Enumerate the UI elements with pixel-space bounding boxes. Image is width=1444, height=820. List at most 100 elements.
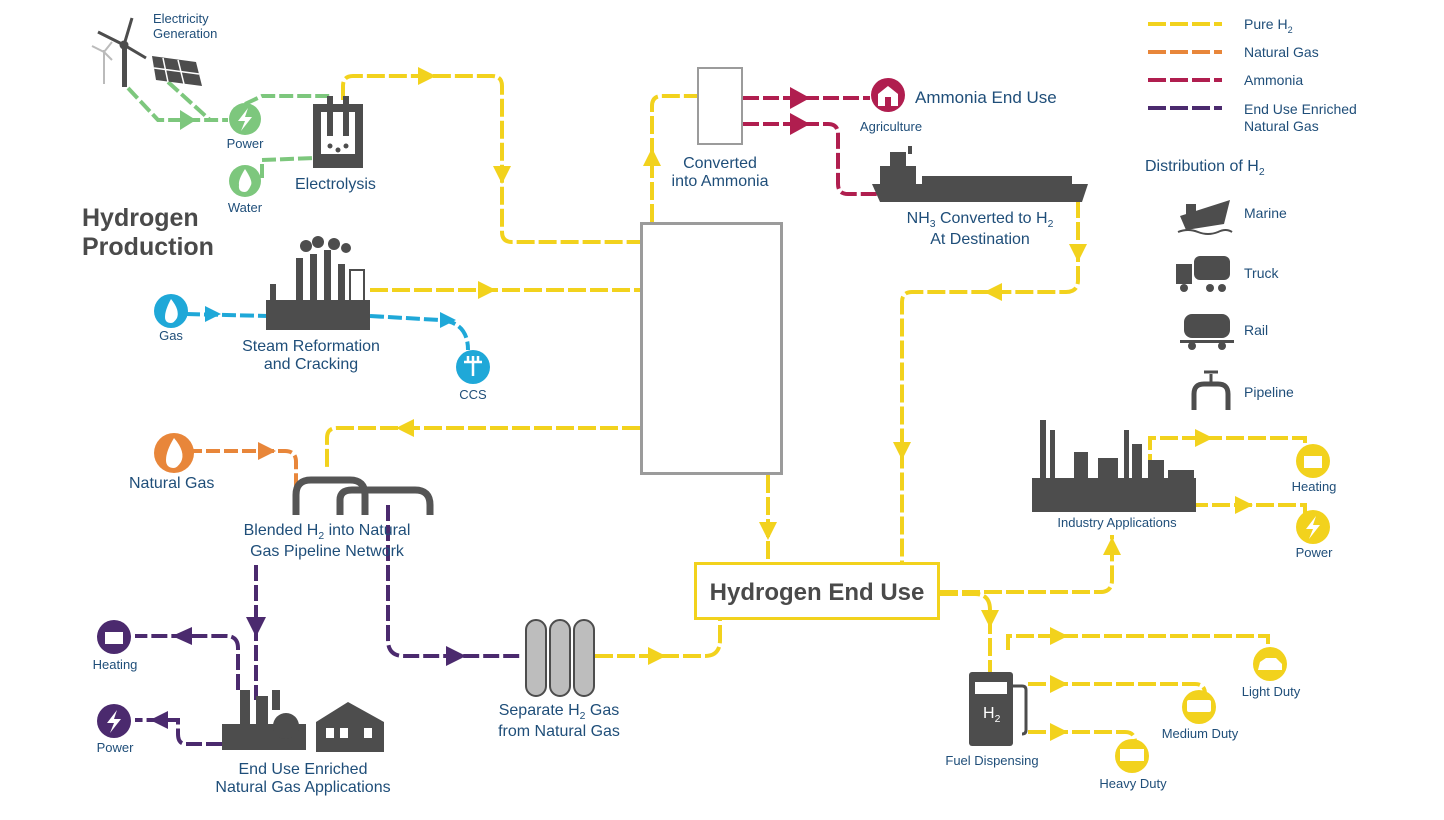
converted-label-line-2: into Ammonia xyxy=(671,173,769,191)
truck-icon xyxy=(1176,256,1230,292)
steam-flow-lines xyxy=(185,312,470,351)
legend-enriched-line-2: Natural Gas xyxy=(1244,117,1319,134)
steam-label-line-2: and Cracking xyxy=(263,356,359,374)
legend-enriched-line-1: End Use Enriched xyxy=(1244,101,1357,117)
tanker-ship-icon xyxy=(872,146,1088,202)
electricity-generation-label: Electricity Generation xyxy=(153,11,218,42)
distribution-title: Distribution of H2 xyxy=(1145,158,1265,179)
ship-icon xyxy=(1177,200,1233,235)
house-icon xyxy=(316,702,384,752)
natural-gas-label: Natural Gas xyxy=(129,475,215,492)
natural-gas-flow xyxy=(188,449,298,488)
electricity-label-line-1: Electricity xyxy=(153,11,209,26)
gas-flame-icon xyxy=(154,294,188,328)
enriched-power-label: Power xyxy=(96,740,134,755)
legend-natural-gas: Natural Gas xyxy=(1244,44,1319,60)
blended-pipeline-icon xyxy=(292,476,434,515)
distribution-truck-label: Truck xyxy=(1244,265,1279,281)
electrolysis-icon xyxy=(313,96,363,168)
h2-hub-box xyxy=(640,222,783,475)
distribution-rail-label: Rail xyxy=(1244,322,1269,338)
industry-power-icon xyxy=(1296,510,1330,544)
industry-applications-label: Industry Applications xyxy=(1057,515,1177,530)
distribution-pipeline-label: Pipeline xyxy=(1244,384,1294,400)
page-title: Hydrogen Production xyxy=(82,204,214,262)
solar-panel-icon xyxy=(152,56,202,86)
medium-duty-label: Medium Duty xyxy=(1161,726,1239,741)
power-label: Power xyxy=(226,136,264,151)
enriched-label-line-2: Natural Gas Applications xyxy=(215,779,391,797)
hydrogen-end-use-box: Hydrogen End Use xyxy=(694,562,940,620)
fuel-dispensing-label: Fuel Dispensing xyxy=(945,753,1039,768)
fuel-h2-symbol: H2 xyxy=(983,705,1001,726)
enriched-plant-icon xyxy=(222,690,306,750)
factory-icon xyxy=(266,236,370,330)
nh3-subscript: 3 xyxy=(729,109,734,118)
h2-hub-subscript: 2 xyxy=(731,358,744,383)
pipeline-icon xyxy=(1191,370,1231,410)
electricity-label-line-2: Generation xyxy=(153,25,218,41)
blue-arrows xyxy=(205,306,456,328)
blended-label-line-2: Gas Pipeline Network xyxy=(250,543,404,561)
enriched-applications-label: End Use Enriched Natural Gas Application… xyxy=(215,761,390,798)
natural-gas-flame-icon xyxy=(154,433,194,473)
nh3-destination-line-2: At Destination xyxy=(930,231,1030,249)
agriculture-barn-icon xyxy=(871,78,905,112)
enriched-heating-label: Heating xyxy=(92,657,138,672)
enriched-label-line-1: End Use Enriched xyxy=(238,761,368,778)
converted-ammonia-label: Converted into Ammonia xyxy=(672,155,769,192)
blended-label: Blended H2 into Natural Gas Pipeline Net… xyxy=(244,522,411,562)
nh3-symbol: NH xyxy=(709,100,725,112)
steam-label-line-1: Steam Reformation xyxy=(242,338,380,355)
light-duty-label: Light Duty xyxy=(1241,684,1301,699)
industry-refinery-icon xyxy=(1032,420,1196,512)
nh3-destination-label: NH3 Converted to H2 At Destination xyxy=(907,210,1054,250)
heavy-duty-truck-icon xyxy=(1115,739,1149,773)
medium-duty-bus-icon xyxy=(1182,690,1216,724)
enriched-arrows xyxy=(150,617,466,729)
title-line-2: Production xyxy=(82,232,214,261)
nh3-box xyxy=(697,67,743,145)
legend-enriched: End Use Enriched Natural Gas xyxy=(1244,101,1357,135)
industry-power-label: Power xyxy=(1295,545,1333,560)
legend-ammonia: Ammonia xyxy=(1244,72,1304,88)
ammonia-arrows xyxy=(790,87,810,135)
water-label: Water xyxy=(227,200,263,215)
wind-turbine-icon xyxy=(91,17,147,87)
electrolysis-label: Electrolysis xyxy=(295,176,376,193)
legend-lines xyxy=(1148,22,1222,110)
yellow-arrows xyxy=(396,67,1253,741)
steam-reformation-label: Steam Reformation and Cracking xyxy=(242,338,380,375)
title-line-1: Hydrogen xyxy=(82,204,199,232)
green-arrows xyxy=(180,110,196,130)
separate-label: Separate H2 Gas from Natural Gas xyxy=(498,702,620,742)
industry-heating-icon xyxy=(1296,444,1330,478)
converted-label-line-1: Converted xyxy=(683,155,757,172)
ccs-icon xyxy=(456,350,490,384)
blended-label-line-1: Blended H2 into Natural xyxy=(243,522,411,543)
industry-heating-label: Heating xyxy=(1291,479,1337,494)
nh3-destination-line-1: NH3 Converted to H2 xyxy=(906,210,1054,231)
power-icon xyxy=(229,103,261,135)
orange-arrows xyxy=(258,442,276,460)
separate-label-line-1: Separate H2 Gas xyxy=(498,702,620,723)
separate-label-line-2: from Natural Gas xyxy=(498,723,620,741)
enriched-power-icon xyxy=(97,704,131,738)
fuel-dispenser-icon xyxy=(969,672,1028,746)
agriculture-label: Agriculture xyxy=(859,119,923,134)
h2-hub-symbol: H xyxy=(688,318,719,365)
distribution-marine-label: Marine xyxy=(1244,205,1287,221)
hydrogen-end-use-label: Hydrogen End Use xyxy=(709,579,925,606)
electrolysis-flow-lines xyxy=(126,80,330,178)
separator-tanks-icon xyxy=(525,619,595,697)
water-icon xyxy=(229,165,261,197)
gas-label: Gas xyxy=(159,328,183,343)
ccs-label: CCS xyxy=(459,387,487,402)
enriched-heating-icon xyxy=(97,620,131,654)
ammonia-end-use-label: Ammonia End Use xyxy=(915,88,1057,107)
legend-pure-h2: Pure H2 xyxy=(1244,16,1293,35)
light-duty-car-icon xyxy=(1253,647,1287,681)
heavy-duty-label: Heavy Duty xyxy=(1099,776,1167,791)
rail-icon xyxy=(1180,314,1234,350)
